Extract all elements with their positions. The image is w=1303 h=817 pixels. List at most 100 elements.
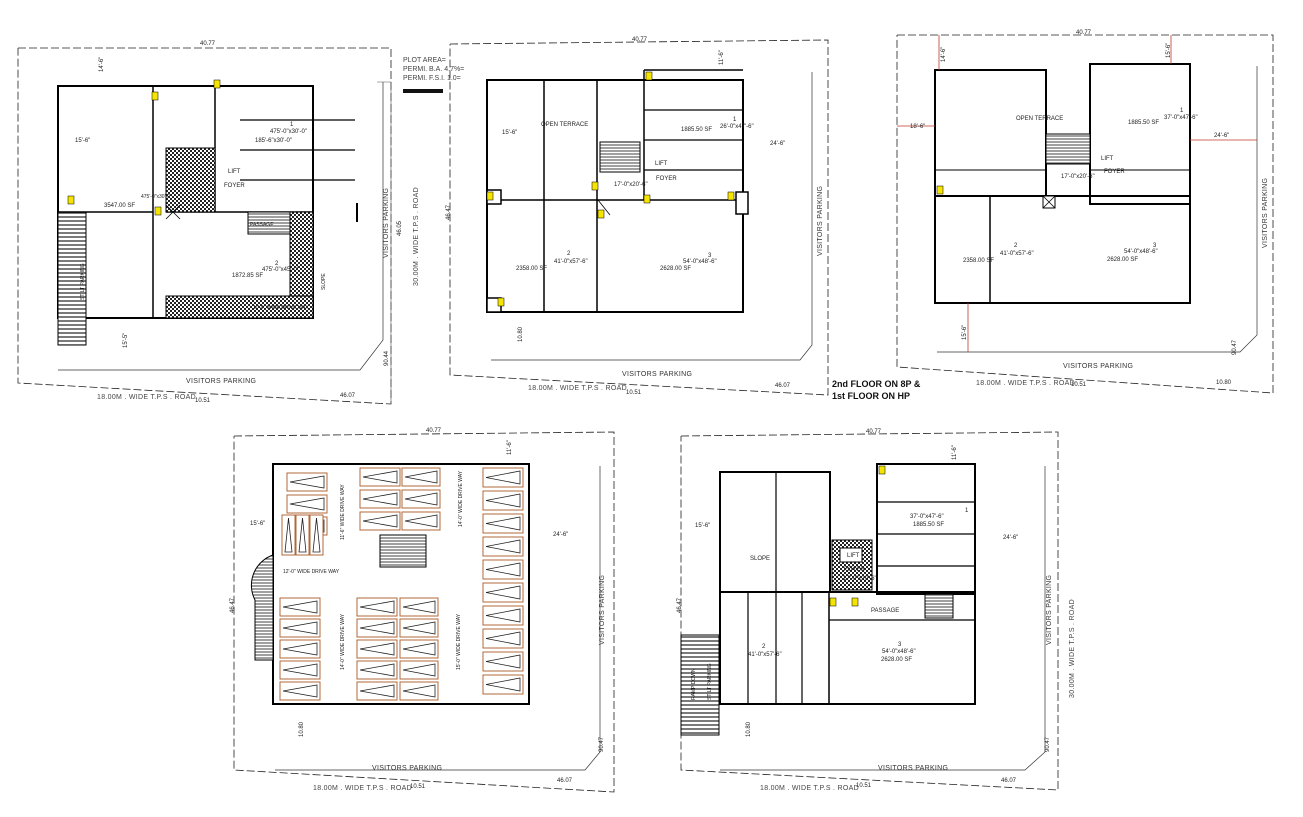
dim-label: 90.47 — [1045, 736, 1051, 752]
visitors-parking-label: VISITORS PARKING — [383, 188, 390, 258]
car-marker — [282, 621, 318, 635]
car-marker — [284, 517, 293, 553]
parking-bay — [279, 597, 321, 617]
road-label: 18.00M . WIDE T.P.S . ROAD — [313, 785, 412, 792]
room-label: 1 — [290, 122, 294, 128]
dim-label: 15'-6" — [75, 138, 90, 144]
room-label: OPEN TERRACE — [1016, 116, 1063, 122]
room-label: 2358.00 SF — [516, 266, 547, 272]
dim-label: 46.07 — [775, 383, 791, 389]
room-label: 2628.00 SF — [1107, 257, 1138, 263]
car-marker — [485, 493, 521, 508]
room-label: FOYER — [656, 176, 677, 182]
parking-bay — [359, 489, 401, 509]
car-marker — [485, 677, 521, 692]
car-marker — [282, 684, 318, 698]
car-marker — [404, 514, 438, 528]
road-label: 30.00M . WIDE T.P.S . ROAD — [413, 187, 420, 286]
dim-label: 18'-6" — [910, 124, 925, 130]
room-label: FOYER — [224, 183, 245, 189]
dim-label: 11'-6" — [719, 50, 725, 65]
room-label: PASSAGE — [871, 608, 899, 614]
dim-label: 24'-6" — [553, 532, 568, 538]
dim-label: 15'-5" — [123, 333, 129, 348]
top-dimension: 40.77 — [200, 41, 216, 47]
dim-label: 46.47 — [446, 204, 452, 220]
driveway-label: 12'-0" WIDE DRIVE WAY — [283, 569, 340, 575]
room-label: 2628.00 SF — [660, 266, 691, 272]
car-marker — [402, 621, 436, 635]
parking-bay — [279, 639, 321, 659]
parking-bay — [359, 511, 401, 531]
parking-bay — [482, 605, 524, 626]
driveway-label: 11'-6" WIDE DRIVE WAY — [340, 484, 346, 540]
car-marker — [359, 684, 395, 698]
room-label: 41'-0"x57'-6" — [1000, 251, 1034, 257]
dim-label: 10.80 — [1216, 380, 1232, 386]
ramp-hatch — [57, 211, 87, 346]
room-label: 2628.00 SF — [881, 657, 912, 663]
car-marker — [485, 470, 521, 485]
car-marker — [362, 492, 398, 506]
parking-bay — [399, 597, 439, 617]
caption-line-1: 2nd FLOOR ON 8P & — [832, 379, 921, 389]
car-marker — [404, 470, 438, 484]
car-marker — [485, 608, 521, 623]
parking-bay — [279, 660, 321, 680]
car-marker — [485, 562, 521, 577]
car-marker — [485, 654, 521, 669]
visitors-parking-label: VISITORS PARKING — [622, 371, 692, 378]
parking-bay — [295, 514, 310, 556]
road-label: 18.00M . WIDE T.P.S . ROAD — [97, 394, 196, 401]
plan-1-stilt: 40.77 14'-6" 15'-6" 15'-5" LIFT FOYER 1 … — [17, 41, 420, 405]
car-marker — [402, 663, 436, 677]
room-label: 475'-0"x45'-0" — [262, 267, 299, 273]
car-marker — [485, 516, 521, 531]
room-label: SLOPE — [321, 273, 327, 290]
boundary-corner-line — [377, 81, 392, 404]
parking-bay — [482, 536, 524, 557]
room-label: 2 — [567, 251, 571, 257]
parking-bay — [279, 681, 321, 701]
top-dimension: 40.77 — [866, 429, 882, 435]
dim-label: 46.05 — [397, 220, 403, 236]
parking-bay — [279, 618, 321, 638]
room-label: 2 — [275, 261, 279, 267]
car-marker — [362, 470, 398, 484]
dim-label: 15'-6" — [250, 521, 265, 527]
dim-label: 11'-6" — [952, 445, 958, 460]
dim-label: 46.07 — [340, 393, 356, 399]
dim-label: 14'-6" — [99, 57, 105, 72]
room-label: 37'-0"x47'-6" — [910, 514, 944, 520]
road-label: 18.00M . WIDE T.P.S . ROAD — [760, 785, 859, 792]
car-marker — [298, 517, 307, 553]
dim-label: 15'-6" — [962, 325, 968, 340]
plan-4-parking: 40.77 11'-6" 15'-6" 24'-6" 46.47 10.80 9… — [230, 428, 615, 793]
room-label: 54'-0"x48'-6" — [683, 259, 717, 265]
road-label: 18.00M . WIDE T.P.S . ROAD — [976, 380, 1075, 387]
parking-bay — [401, 467, 441, 487]
room-label: 475'-0"x30'-0" — [141, 194, 172, 200]
parking-bay — [482, 628, 524, 649]
room-label: 1 — [1180, 108, 1184, 114]
car-marker — [485, 539, 521, 554]
parking-bay — [359, 467, 401, 487]
parking-bay — [356, 639, 398, 659]
dim-label: 10.80 — [746, 721, 752, 737]
driveway-label: 14'-0" WIDE DRIVE WAY — [458, 470, 464, 527]
dim-label: 10.51 — [626, 390, 642, 396]
room-label: 185'-6"x30'-0" — [255, 138, 292, 144]
road-label: 18.00M . WIDE T.P.S . ROAD — [528, 385, 627, 392]
parking-bay — [286, 472, 328, 492]
visitors-parking-label: VISITORS PARKING — [878, 765, 948, 772]
visitors-parking-label: VISITORS PARKING — [1063, 363, 1133, 370]
car-marker — [485, 631, 521, 646]
car-marker — [282, 663, 318, 677]
car-marker — [402, 684, 436, 698]
dim-label: 24'-6" — [1003, 535, 1018, 541]
visitors-parking-label: VISITORS PARKING — [599, 575, 606, 645]
room-label: 1 — [965, 508, 969, 514]
parking-bay — [281, 514, 296, 556]
car-marker — [485, 585, 521, 600]
caption-line-2: 1st FLOOR ON HP — [832, 391, 911, 401]
